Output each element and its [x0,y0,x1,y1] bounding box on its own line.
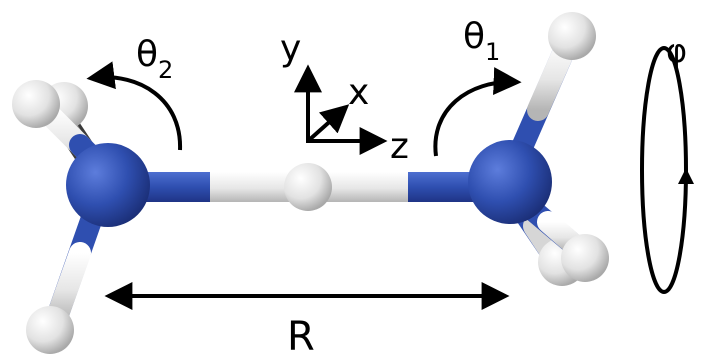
theta1-subscript: 1 [485,38,500,66]
theta2-rotation-arrow [86,61,183,151]
hydrogen-atom-right-bottom [561,234,609,282]
x-axis-label: x [348,72,369,113]
hydrogen-atom-right-top [548,12,596,60]
nitrogen-atom-left [66,143,150,227]
hydrogen-atom-left-top [12,80,60,128]
phi-rotation-arrowhead [678,168,694,184]
theta1-label: θ1 [463,16,500,66]
hydrogen-bond-axis [130,163,488,211]
theta2-subscript: 2 [158,56,173,84]
x-axis-arrow [306,104,350,143]
theta1-rotation-arrow [433,67,522,157]
theta2-label: θ2 [136,34,173,84]
phi-rotation-ellipse [640,46,688,294]
hydrogen-atom-center [284,163,332,211]
hydrogen-atom-left-bottom [26,306,74,354]
distance-r-label: R [287,314,315,360]
coordinate-axes [294,64,388,155]
phi-label: φ [666,32,687,70]
z-axis-label: z [390,126,409,167]
y-axis-label: y [280,28,301,69]
nitrogen-atom-right [468,140,552,224]
